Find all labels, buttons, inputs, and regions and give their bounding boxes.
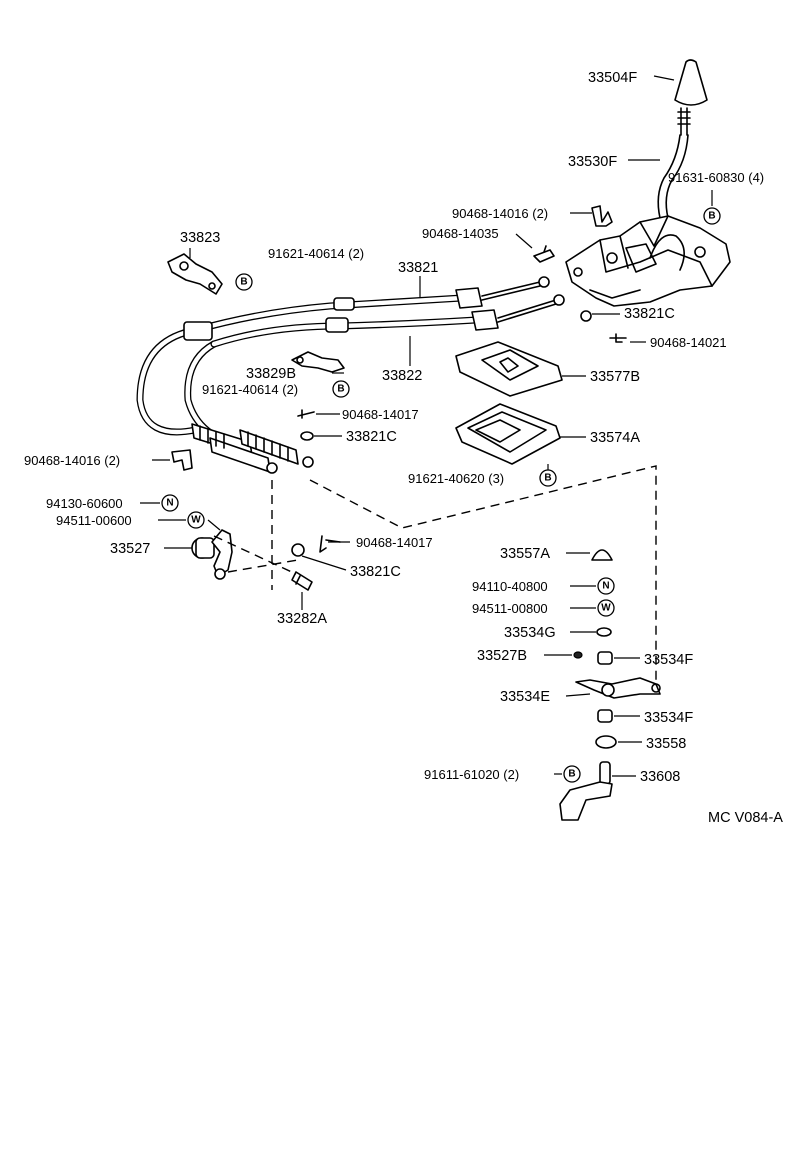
svg-text:W: W xyxy=(601,603,611,614)
nut-symbol: N xyxy=(597,577,615,595)
svg-text:N: N xyxy=(166,498,173,509)
bracket-33829B xyxy=(291,351,345,373)
diagram-reference-code: MC V084-A xyxy=(708,810,783,826)
svg-text:B: B xyxy=(544,473,551,484)
part-label-90468-14017-top: 90468-14017 xyxy=(342,407,419,422)
washer-symbol: W xyxy=(597,599,615,617)
clip-33821C-top xyxy=(580,310,592,322)
part-label-33829B: 33829B xyxy=(246,366,296,382)
boot-plate-33577B xyxy=(455,341,563,397)
part-label-33282A: 33282A xyxy=(277,611,327,627)
bushing-33558 xyxy=(595,735,617,749)
clip-90468-14016-left xyxy=(171,449,193,471)
part-label-33821: 33821 xyxy=(398,260,438,276)
part-label-91631-60830: 91631-60830 (4) xyxy=(668,170,764,185)
bolt-symbol: B xyxy=(332,380,350,398)
assembly-dashed-lines xyxy=(213,465,657,686)
shaft-lever-33608 xyxy=(559,761,613,821)
part-label-33504F: 33504F xyxy=(588,70,637,86)
washer-33821C-bot xyxy=(291,543,305,557)
part-label-91621-40620: 91621-40620 (3) xyxy=(408,471,504,486)
pin-33527B xyxy=(573,651,583,659)
washer-33534G xyxy=(596,627,612,637)
part-label-91621-40614-top: 91621-40614 (2) xyxy=(268,246,364,261)
clip-90468-14035 xyxy=(533,245,555,263)
shift-knob xyxy=(674,59,708,106)
part-label-33574A: 33574A xyxy=(590,430,640,446)
lever-33534E xyxy=(575,677,661,699)
clip-90468-14017-bot xyxy=(319,535,341,553)
part-label-94130-60600: 94130-60600 xyxy=(46,496,123,511)
washer-33821C-mid xyxy=(300,431,314,441)
bolt-symbol: B xyxy=(235,273,253,291)
part-label-91621-40614-mid: 91621-40614 (2) xyxy=(202,382,298,397)
part-label-90468-14035: 90468-14035 xyxy=(422,226,499,241)
svg-text:B: B xyxy=(337,384,344,395)
part-label-90468-14016-left: 90468-14016 (2) xyxy=(24,453,120,468)
shift-lever-housing xyxy=(565,215,731,307)
part-label-33534E: 33534E xyxy=(500,689,550,705)
part-label-91611-61020: 91611-61020 (2) xyxy=(424,767,519,782)
nut-symbol: N xyxy=(161,494,179,512)
part-label-33823: 33823 xyxy=(180,230,220,246)
pin-90468-14021 xyxy=(609,333,627,343)
part-label-33577B: 33577B xyxy=(590,369,640,385)
part-label-33608: 33608 xyxy=(640,769,680,785)
bolt-symbol: B xyxy=(539,469,557,487)
washer-symbol: W xyxy=(187,511,205,529)
cable-bracket-33823 xyxy=(167,253,223,295)
svg-text:B: B xyxy=(708,211,715,222)
svg-text:B: B xyxy=(240,277,247,288)
part-label-33822: 33822 xyxy=(382,368,422,384)
leader-lines xyxy=(140,75,713,777)
bushing-33534F-b xyxy=(597,709,613,723)
part-label-33821C-bot: 33821C xyxy=(350,564,401,580)
part-label-33534F-a: 33534F xyxy=(644,652,693,668)
part-label-33821C-top: 33821C xyxy=(624,306,675,322)
part-label-94511-00600: 94511-00600 xyxy=(56,513,132,528)
part-label-94110-40800: 94110-40800 xyxy=(472,579,548,594)
bushing-33534F-a xyxy=(597,651,613,665)
part-label-33527: 33527 xyxy=(110,541,150,557)
svg-text:B: B xyxy=(568,769,575,780)
part-label-33821C-mid: 33821C xyxy=(346,429,397,445)
bolt-symbol: B xyxy=(703,207,721,225)
retainer-clip-90468-14016-top xyxy=(591,205,613,227)
part-label-94511-00800: 94511-00800 xyxy=(472,601,548,616)
shift-lever-33527 xyxy=(191,529,233,580)
part-label-33530F: 33530F xyxy=(568,154,617,170)
bushing-33557A xyxy=(591,549,613,561)
gasket-33574A xyxy=(455,403,561,465)
shift-lever-rod xyxy=(657,107,691,219)
part-label-33534G: 33534G xyxy=(504,625,556,641)
cable-clamp-bracket xyxy=(183,297,355,341)
bushing-33282A xyxy=(291,571,313,591)
transmission-control-cable-33821 xyxy=(136,276,550,436)
part-label-33527B: 33527B xyxy=(477,648,527,664)
part-label-90468-14021: 90468-14021 xyxy=(650,335,727,350)
svg-text:W: W xyxy=(191,515,201,526)
bolt-symbol: B xyxy=(563,765,581,783)
clip-90468-14017-top xyxy=(297,409,315,419)
cable-end-adjusters xyxy=(191,423,314,474)
part-label-33534F-b: 33534F xyxy=(644,710,693,726)
part-label-90468-14016-top: 90468-14016 (2) xyxy=(452,206,548,221)
part-label-90468-14017-bot: 90468-14017 xyxy=(356,535,433,550)
svg-text:N: N xyxy=(602,581,609,592)
part-label-33557A: 33557A xyxy=(500,546,550,562)
part-label-33558: 33558 xyxy=(646,736,686,752)
